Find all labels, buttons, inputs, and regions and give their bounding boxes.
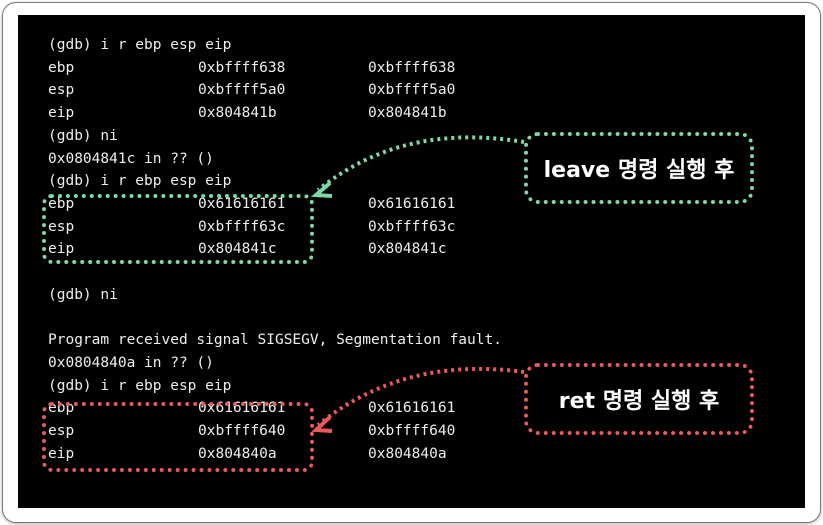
- register-value: 0xbffff5a0: [368, 82, 456, 99]
- register-value: 0x61616161: [368, 400, 456, 417]
- leave-arrowhead-icon: [310, 181, 333, 198]
- register-hex: 0xbffff640: [198, 422, 286, 439]
- register-value: 0xbffff638: [368, 59, 456, 76]
- register-hex: 0xbffff638: [198, 59, 286, 76]
- leave-annotation-label: leave 명령 실행 후: [524, 132, 754, 204]
- ret-arrow: [316, 366, 525, 427]
- terminal-line: (gdb) ni: [48, 127, 118, 144]
- ret-annotation-label: ret 명령 실행 후: [524, 363, 754, 435]
- register-name: eip: [48, 105, 75, 122]
- register-value: 0x804840a: [368, 445, 447, 462]
- register-name: eip: [48, 445, 75, 462]
- register-hex: 0xbffff5a0: [198, 82, 286, 99]
- register-name: esp: [48, 82, 75, 99]
- register-name: esp: [48, 422, 75, 439]
- ret-arrowhead-icon: [311, 415, 333, 433]
- register-hex: 0x804840a: [198, 445, 277, 462]
- register-hex: 0x804841c: [198, 241, 277, 258]
- register-name: eip: [48, 241, 75, 258]
- ret-highlight-box: [42, 402, 314, 472]
- terminal-line: (gdb) ni: [48, 286, 118, 303]
- register-value: 0x804841c: [368, 241, 447, 258]
- register-hex: 0xbffff63c: [198, 218, 286, 235]
- leave-arrow: [316, 135, 525, 192]
- register-name: esp: [48, 218, 75, 235]
- register-value: 0xbffff63c: [368, 218, 456, 235]
- terminal-line: 0x0804840a in ?? (): [48, 354, 214, 371]
- register-hex: 0x61616161: [198, 195, 286, 212]
- register-value: 0xbffff640: [368, 422, 456, 439]
- register-name: ebp: [48, 59, 75, 76]
- terminal-line: (gdb) i r ebp esp eip: [48, 173, 232, 190]
- leave-highlight-box: [42, 194, 314, 264]
- terminal-line: (gdb) i r ebp esp eip: [48, 37, 232, 53]
- register-name: ebp: [48, 195, 75, 212]
- leave-annotation-text: leave 명령 실행 후: [543, 158, 735, 183]
- register-value: 0x804841b: [368, 105, 447, 122]
- register-hex: 0x804841b: [198, 105, 277, 122]
- terminal-line: (gdb) i r ebp esp eip: [48, 377, 232, 394]
- terminal-line: Program received signal SIGSEGV, Segment…: [48, 332, 502, 349]
- register-value: 0x61616161: [368, 195, 456, 212]
- ret-annotation-text: ret 명령 실행 후: [558, 389, 720, 414]
- terminal-line: 0x0804841c in ?? (): [48, 150, 214, 167]
